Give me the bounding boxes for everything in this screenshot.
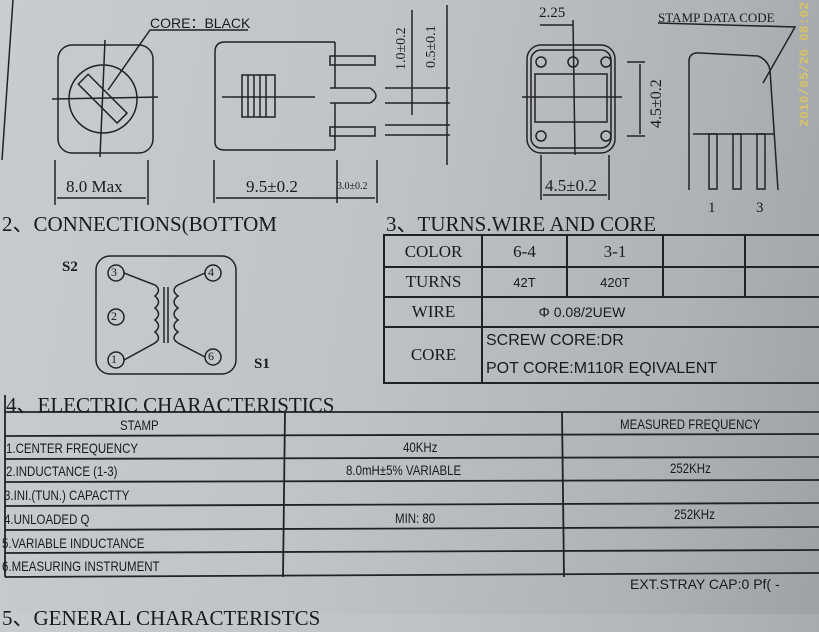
- wire-label: WIRE: [411, 302, 456, 321]
- top-view-drawing: [51, 29, 248, 205]
- row-value: 40KHz: [403, 439, 438, 455]
- core-label: CORE：BLACK: [150, 15, 251, 31]
- s1-label: S1: [254, 356, 270, 372]
- dim-pitch: 2.25: [539, 5, 566, 21]
- front-view-drawing: [657, 22, 797, 191]
- row-frequency: 252KHz: [674, 506, 715, 522]
- stamp-data-code-label: STAMP DATA CODE: [658, 10, 775, 25]
- turns-label: TURNS: [405, 272, 462, 291]
- turns-value: 42T: [513, 274, 536, 290]
- row-frequency: 252KHz: [670, 460, 711, 476]
- header-stamp: STAMP: [120, 417, 159, 433]
- row-label: 1.CENTER FREQUENCY: [6, 440, 139, 456]
- dim-width-max: 8.0 Max: [66, 177, 123, 196]
- connections-title: 2、CONNECTIONS(BOTTOM: [2, 212, 277, 236]
- next-section-title: 5、GENERAL CHARACTERISTCS: [2, 606, 321, 630]
- dim-pin-length: 3.0±0.2: [337, 181, 368, 192]
- row-label: 6.MEASURING INSTRUMENT: [2, 558, 160, 574]
- bottom-view-drawing: [522, 19, 645, 200]
- turns-table-grid: [383, 234, 819, 384]
- s2-label: S2: [62, 259, 78, 275]
- pin-label: 4: [208, 265, 214, 279]
- color-value: 3-1: [603, 241, 627, 261]
- pin-1-label: 1: [708, 200, 716, 216]
- row-label: 4.UNLOADED Q: [4, 511, 90, 527]
- dim-pin-1: 1.0±0.2: [394, 27, 409, 70]
- technical-drawings: [1, 0, 819, 578]
- pin-label: 3: [111, 265, 117, 279]
- core-line-2: POT CORE:M110R EQIVALENT: [486, 360, 718, 377]
- pin-3-label: 3: [756, 200, 764, 216]
- dim-bottom-height: 4.5±0.2: [648, 79, 665, 128]
- footnote-stray-cap: EXT.STRAY CAP:0 Pf( -: [630, 576, 780, 592]
- color-label: COLOR: [404, 241, 463, 261]
- row-label: 2.INDUCTANCE (1-3): [6, 463, 118, 479]
- wire-value: Φ 0.08/2UEW: [538, 304, 626, 320]
- row-value: MIN: 80: [395, 510, 436, 526]
- header-measured-frequency: MEASURED FREQUENCY: [620, 416, 761, 432]
- core-row-label: CORE: [410, 344, 457, 364]
- core-line-1: SCREW CORE:DR: [486, 332, 624, 349]
- turns-title: 3、TURNS.WIRE AND CORE: [386, 212, 657, 236]
- pin-label: 2: [111, 309, 117, 323]
- dim-bottom-width: 4.5±0.2: [545, 176, 597, 195]
- row-value: 8.0mH±5% VARIABLE: [346, 462, 462, 478]
- connection-diagram: [95, 255, 237, 375]
- electric-table-grid: [4, 395, 819, 578]
- photo-timestamp: 2010/05/26 08:02: [797, 2, 812, 127]
- row-label: 5.VARIABLE INDUCTANCE: [2, 535, 145, 551]
- turns-table: COLOR 6-4 3-1 TURNS 42T 420T WIRE Φ 0.08…: [383, 234, 819, 384]
- side-view-drawing: [213, 5, 450, 203]
- color-value: 6-4: [513, 241, 536, 261]
- dim-length: 9.5±0.2: [246, 177, 298, 196]
- dim-pin-2: 0.5±0.1: [424, 25, 439, 68]
- pin-label: 6: [208, 349, 214, 363]
- electric-title: 4、ELECTRIC CHARACTERISTICS: [6, 393, 335, 417]
- turns-value: 420T: [600, 274, 630, 290]
- row-label: 3.INI.(TUN.) CAPACTTY: [4, 487, 130, 503]
- pin-label: 1: [111, 352, 117, 366]
